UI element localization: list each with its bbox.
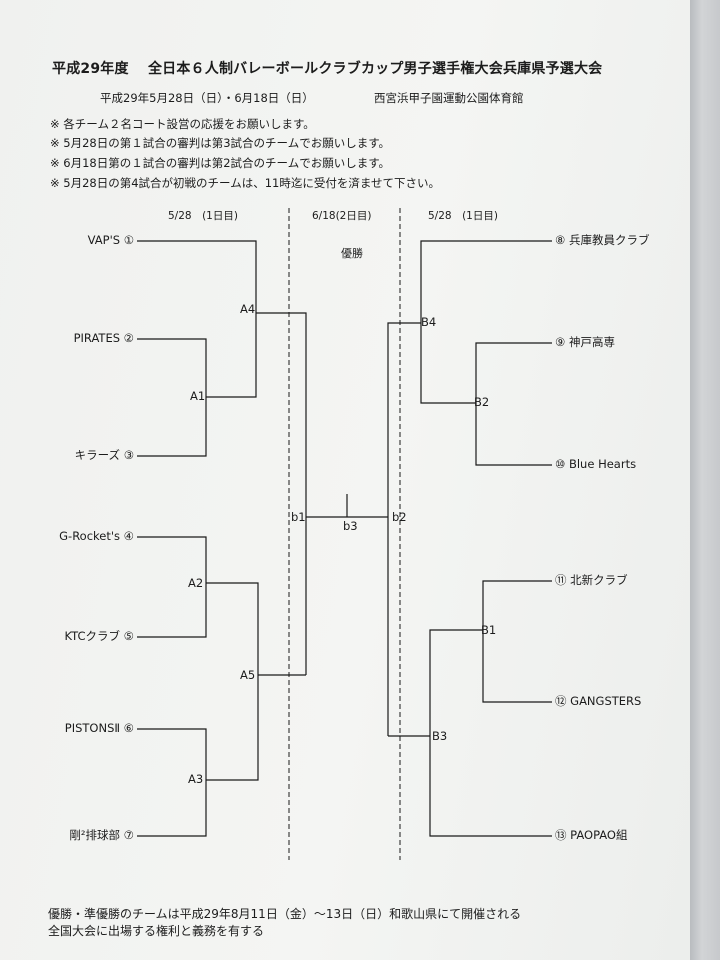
bracket-line (420, 240, 552, 404)
team-5: KTCクラブ ⑤ (64, 629, 135, 643)
bracket-line (256, 312, 307, 675)
match-label-a5: A5 (240, 668, 256, 682)
match-label-b3: B3 (432, 729, 448, 743)
note-line: ※ 5月28日の第１試合の審判は第3試合のチームでお願いします。 (50, 136, 391, 150)
bracket-line (475, 342, 552, 466)
team-7: 剛²排球部 ⑦ (69, 828, 134, 842)
match-label-a3: A3 (188, 772, 204, 786)
bracket-line (206, 582, 259, 781)
note-line: ※ 各チーム２名コート設営の応援をお願いします。 (50, 117, 315, 131)
match-label-b1: B1 (481, 623, 497, 637)
team-10: ⑩ Blue Hearts (555, 457, 637, 471)
note-line: ※ 5月28日の第4試合が初戦のチームは、11時迄に受付を済ませて下さい。 (50, 176, 440, 190)
bracket-line (137, 536, 207, 638)
match-label-a1: A1 (190, 389, 206, 403)
match-label-b2-final: b2 (392, 510, 407, 524)
footer-line: 優勝・準優勝のチームは平成29年8月11日（金）～13日（日）和歌山県にて開催さ… (48, 907, 522, 921)
day-label-left: 5/28 (1日目) (168, 210, 238, 222)
footer-line: 全国大会に出場する権利と義務を有する (48, 924, 265, 938)
team-1: VAP'S ① (87, 233, 134, 247)
team-11: ⑪ 北新クラブ (555, 573, 628, 587)
background-edge (690, 0, 720, 960)
match-label-a4: A4 (240, 302, 256, 316)
match-label-b4: B4 (421, 315, 437, 329)
team-3: キラーズ ③ (74, 448, 134, 462)
team-13: ⑬ PAOPAO組 (555, 828, 628, 842)
bracket-line (137, 240, 257, 313)
event-date: 平成29年5月28日（日）・6月18日（日） (100, 91, 314, 105)
bracket-line (206, 313, 257, 398)
team-6: PISTONSⅡ ⑥ (64, 721, 134, 735)
match-label-b2: B2 (474, 395, 490, 409)
day-label-center: 6/18(2日目) (312, 210, 372, 222)
bracket-line (387, 322, 421, 736)
match-label-b1-final: b1 (291, 510, 306, 524)
day-label-right: 5/28 (1日目) (428, 210, 498, 222)
bracket-line (429, 629, 552, 837)
match-label-b3-final: b3 (343, 519, 358, 533)
event-venue: 西宮浜甲子園運動公園体育館 (374, 91, 524, 105)
team-2: PIRATES ② (73, 331, 134, 345)
page-title: 平成29年度 全日本６人制バレーボールクラブカップ男子選手権大会兵庫県予選大会 (52, 61, 603, 77)
note-line: ※ 6月18日第の１試合の審判は第2試合のチームでお願いします。 (50, 156, 391, 170)
match-label-a2: A2 (188, 576, 204, 590)
team-4: G-Rocket's ④ (59, 529, 134, 543)
bracket-line (482, 580, 552, 703)
team-8: ⑧ 兵庫教員クラブ (555, 233, 650, 247)
team-12: ⑫ GANGSTERS (555, 694, 642, 708)
team-9: ⑨ 神戸高専 (555, 335, 615, 349)
paper-sheet (0, 0, 690, 960)
bracket-line (137, 728, 207, 837)
